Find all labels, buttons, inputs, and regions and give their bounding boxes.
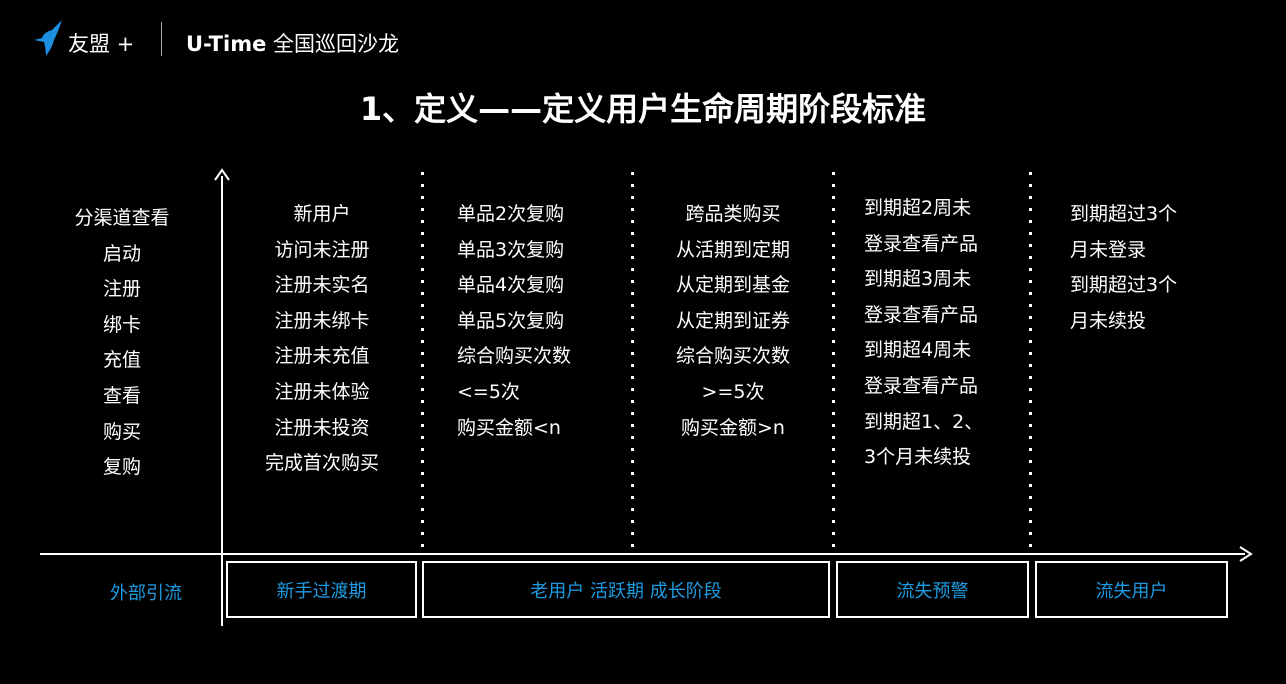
column-cross-category: 跨品类购买从活期到定期从定期到基金从定期到证券综合购买次数 >=5次购买金额>n bbox=[653, 197, 813, 446]
criteria-item: 跨品类购买 bbox=[685, 203, 781, 225]
column-churn-warning: 到期超2周未登录查看产品到期超3周未登录查看产品到期超4周未登录查看产品到期超1… bbox=[864, 191, 983, 476]
criteria-item: >=5次 bbox=[701, 380, 765, 403]
criteria-item: 综合购买次数 bbox=[457, 345, 572, 368]
criteria-item: 复购 bbox=[102, 456, 141, 479]
criteria-item: 充值 bbox=[102, 349, 141, 372]
criteria-item: 从活期到定期 bbox=[675, 238, 790, 261]
criteria-item: 到期超4周未 bbox=[864, 339, 972, 362]
criteria-item: 单品3次复购 bbox=[457, 238, 565, 261]
criteria-item: 注册未体验 bbox=[274, 380, 370, 403]
criteria-item: 购买金额<n bbox=[457, 416, 561, 439]
criteria-item: 到期超1、2、 bbox=[864, 410, 984, 433]
column-repurchase: 单品2次复购单品3次复购单品4次复购单品5次复购综合购买次数 <=5次购买金额<n bbox=[457, 197, 571, 446]
stage-newbie: 新手过渡期 bbox=[226, 561, 417, 618]
criteria-item: 单品5次复购 bbox=[457, 309, 565, 332]
y-axis-arrow-icon bbox=[214, 168, 230, 181]
stage-divider bbox=[421, 172, 424, 550]
criteria-item: 月未登录 bbox=[1070, 238, 1147, 261]
criteria-item: 查看 bbox=[102, 384, 141, 407]
criteria-item: 单品4次复购 bbox=[457, 274, 565, 297]
stage-active: 老用户 活跃期 成长阶段 bbox=[422, 561, 830, 618]
criteria-item: 单品2次复购 bbox=[457, 203, 565, 225]
stage-divider bbox=[1029, 172, 1032, 550]
column-new-user: 新用户访问未注册注册未实名注册未绑卡注册未充值注册未体验注册未投资完成首次购买 bbox=[242, 197, 402, 482]
stage-churned: 流失用户 bbox=[1035, 561, 1228, 618]
x-axis bbox=[40, 553, 1245, 555]
criteria-item: 购买 bbox=[102, 420, 141, 443]
criteria-item: 从定期到基金 bbox=[675, 274, 790, 297]
y-axis bbox=[221, 176, 223, 626]
criteria-item: 月未续投 bbox=[1070, 309, 1147, 332]
criteria-item: 登录查看产品 bbox=[864, 374, 979, 397]
stage-divider bbox=[832, 172, 835, 550]
criteria-item: 注册未充值 bbox=[274, 345, 370, 368]
criteria-item: 到期超过3个 bbox=[1070, 274, 1178, 297]
criteria-item: 访问未注册 bbox=[274, 238, 370, 261]
header-divider bbox=[161, 22, 162, 56]
stage-warning: 流失预警 bbox=[836, 561, 1029, 618]
criteria-item: 购买金额>n bbox=[681, 416, 785, 439]
criteria-item: 3个月未续投 bbox=[864, 446, 972, 469]
criteria-item: 注册未投资 bbox=[274, 416, 370, 439]
page-title: 1、定义——定义用户生命周期阶段标准 bbox=[359, 90, 927, 128]
criteria-item: 登录查看产品 bbox=[864, 232, 979, 255]
criteria-item: 完成首次购买 bbox=[264, 452, 379, 475]
event-rest: 全国巡回沙龙 bbox=[266, 32, 400, 56]
umeng-logo-icon bbox=[34, 20, 62, 56]
criteria-item: 注册 bbox=[102, 278, 141, 301]
criteria-item: 到期超2周未 bbox=[864, 197, 972, 219]
criteria-item: 注册未实名 bbox=[274, 274, 370, 297]
criteria-item: 从定期到证券 bbox=[675, 309, 790, 332]
criteria-item: 新用户 bbox=[293, 203, 351, 225]
column-channels: 分渠道查看启动注册绑卡充值查看购买复购 bbox=[52, 201, 192, 486]
event-bold: U-Time bbox=[186, 32, 267, 56]
criteria-item: 综合购买次数 bbox=[675, 345, 790, 368]
criteria-item: 分渠道查看 bbox=[74, 207, 170, 229]
criteria-item: 登录查看产品 bbox=[864, 303, 979, 326]
stage-external: 外部引流 bbox=[110, 583, 182, 604]
criteria-item: 到期超3周未 bbox=[864, 268, 972, 291]
criteria-item: <=5次 bbox=[457, 380, 520, 403]
event-name: U-Time 全国巡回沙龙 bbox=[186, 28, 399, 58]
column-churned: 到期超过3个月未登录到期超过3个月未续投 bbox=[1070, 197, 1177, 339]
x-axis-arrow-icon bbox=[1239, 546, 1253, 562]
criteria-item: 到期超过3个 bbox=[1070, 203, 1178, 225]
criteria-item: 启动 bbox=[102, 242, 141, 265]
brand-name: 友盟 + bbox=[68, 32, 135, 56]
stage-divider bbox=[631, 172, 634, 550]
criteria-item: 注册未绑卡 bbox=[274, 309, 370, 332]
criteria-item: 绑卡 bbox=[102, 313, 141, 336]
